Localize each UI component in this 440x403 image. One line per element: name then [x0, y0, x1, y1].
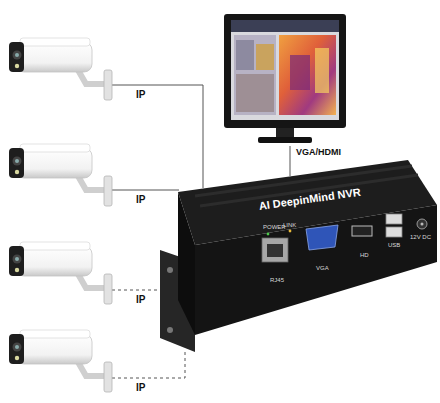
- nvr-box: AI DeepinMind NVR POWERLINK RJ45 VGA HD USB 12…: [170, 160, 438, 352]
- port-label: HD: [360, 252, 369, 259]
- port-label: USB: [388, 242, 400, 249]
- port-label: POWER: [263, 224, 286, 231]
- port-label: RJ45: [270, 277, 284, 284]
- connection-label: IP: [136, 382, 145, 393]
- connection-label: IP: [136, 294, 145, 305]
- connection-label: IP: [136, 194, 145, 205]
- connection-label: VGA/HDMI: [296, 148, 341, 158]
- port-label: LINK: [283, 222, 296, 229]
- port-label: VGA: [316, 265, 329, 272]
- connection-label: IP: [136, 89, 145, 100]
- device-title: AI DeepinMind NVR: [258, 186, 361, 212]
- port-label: 12V DC: [410, 234, 431, 241]
